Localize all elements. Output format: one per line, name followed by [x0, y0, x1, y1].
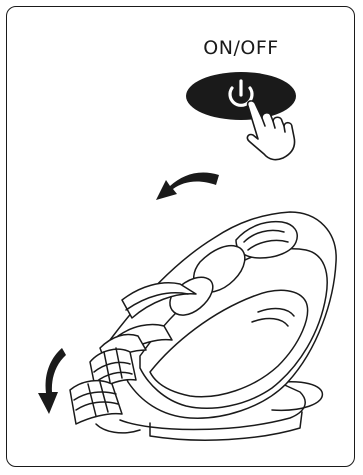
footrest-arrow-icon — [38, 348, 66, 414]
power-button[interactable] — [186, 72, 296, 120]
massage-chair-icon — [70, 212, 336, 440]
recline-arrow-icon — [156, 172, 219, 200]
